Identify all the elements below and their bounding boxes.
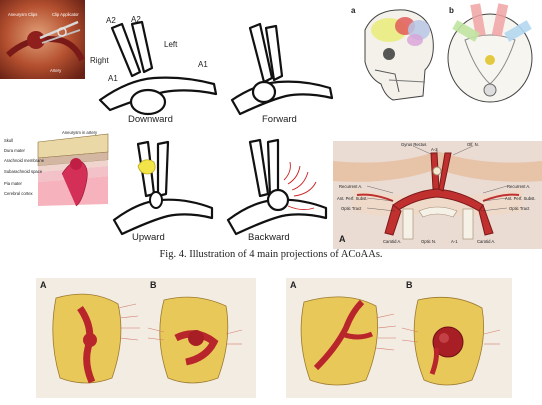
backward-title: Backward (248, 232, 290, 243)
anat-panel-letter: A (339, 234, 346, 244)
anat-optic-n: Optic N. (421, 239, 437, 244)
projection-forward: Forward (226, 18, 336, 136)
anat-a2: A-2 (431, 147, 438, 152)
label-a1-right: A1 (198, 60, 208, 69)
photo-label-clips: Aneurysm Clips (8, 12, 38, 17)
upward-title: Upward (132, 232, 165, 243)
downward-title: Downward (128, 114, 173, 125)
layer-label-subarachnoid: Subarachnoid space (4, 169, 43, 174)
surgical-right-a: A (290, 280, 297, 290)
backward-perforators (283, 161, 317, 211)
layer-label-aneurysm: Aneurysm in artery (62, 130, 98, 135)
label-a2-left: A2 (106, 16, 116, 25)
forward-vessel-drawing (230, 22, 334, 116)
photo-label-applicator: Clip Applicator (52, 12, 79, 17)
anat-recurrent-right: Recurrent A. (507, 184, 531, 189)
anat-optic-tract-left: Optic Tract (341, 206, 362, 211)
clip-photo-art (0, 0, 85, 79)
projection-downward: Downward A2 A2 Right Left A1 A1 (88, 10, 228, 135)
backward-vessel-drawing (226, 138, 328, 236)
surgical-right-drawing (286, 278, 512, 398)
skull-panel-a-letter: a (351, 6, 356, 15)
skull-panels: a b (345, 0, 542, 110)
upward-vessel-drawing (112, 140, 214, 236)
meninges-drawing (37, 133, 109, 207)
anat-optic-tract-right: Optic Tract (509, 206, 530, 211)
label-a2-right: A2 (131, 15, 141, 24)
surgical-pair-right: A B (286, 278, 512, 398)
downward-vessel-drawing (98, 20, 218, 116)
anat-carotid-right: Carotid A. (477, 239, 496, 244)
anat-gyrus-rectus: Gyrus Rectus (401, 142, 427, 147)
anatomy-drawing (333, 141, 542, 249)
layer-label-dura: Dura mater (4, 148, 25, 153)
anat-recurrent-left: Recurrent A. (339, 184, 363, 189)
anat-a1: A-1 (451, 239, 458, 244)
label-a1-left: A1 (108, 74, 118, 83)
anat-ant-perf-right: Ant. Perf. Subst. (505, 196, 536, 201)
surgical-left-b: B (150, 280, 157, 290)
anat-olf-n: Olf. N. (467, 142, 479, 147)
surgical-left-drawing (36, 278, 256, 398)
projection-upward: Upward (108, 136, 218, 246)
clip-photo-inset: Aneurysm Clips Clip Applicator Artery (0, 0, 85, 79)
anat-ant-perf-left: Ant. Perf. Subst. (337, 196, 368, 201)
figure-caption: Fig. 4. Illustration of 4 main projectio… (159, 249, 383, 260)
surgical-pair-left: A B (36, 278, 256, 398)
label-right: Right (90, 56, 109, 65)
layer-label-skull: Skull (4, 138, 14, 143)
surgical-left-a: A (40, 280, 47, 290)
layer-label-cortex: Cerebral cortex (4, 191, 33, 196)
skull-drawing (364, 3, 533, 103)
layer-label-pia: Pia mater (4, 181, 22, 186)
photo-label-artery: Artery (50, 68, 62, 73)
meninges-layers-panel: Skull Dura mater Arachnoid membrane Suba… (0, 128, 112, 208)
surgical-right-b: B (406, 280, 413, 290)
label-left: Left (164, 40, 178, 49)
acoa-anatomy-illustration: Gyrus Rectus A-2 Olf. N. Recurrent A. Re… (333, 141, 542, 249)
layer-label-arachnoid: Arachnoid membrane (4, 158, 45, 163)
anat-carotid-left: Carotid A. (383, 239, 402, 244)
projection-backward: Backward (222, 136, 332, 246)
forward-title: Forward (262, 114, 297, 125)
skull-panel-b-letter: b (449, 6, 454, 15)
